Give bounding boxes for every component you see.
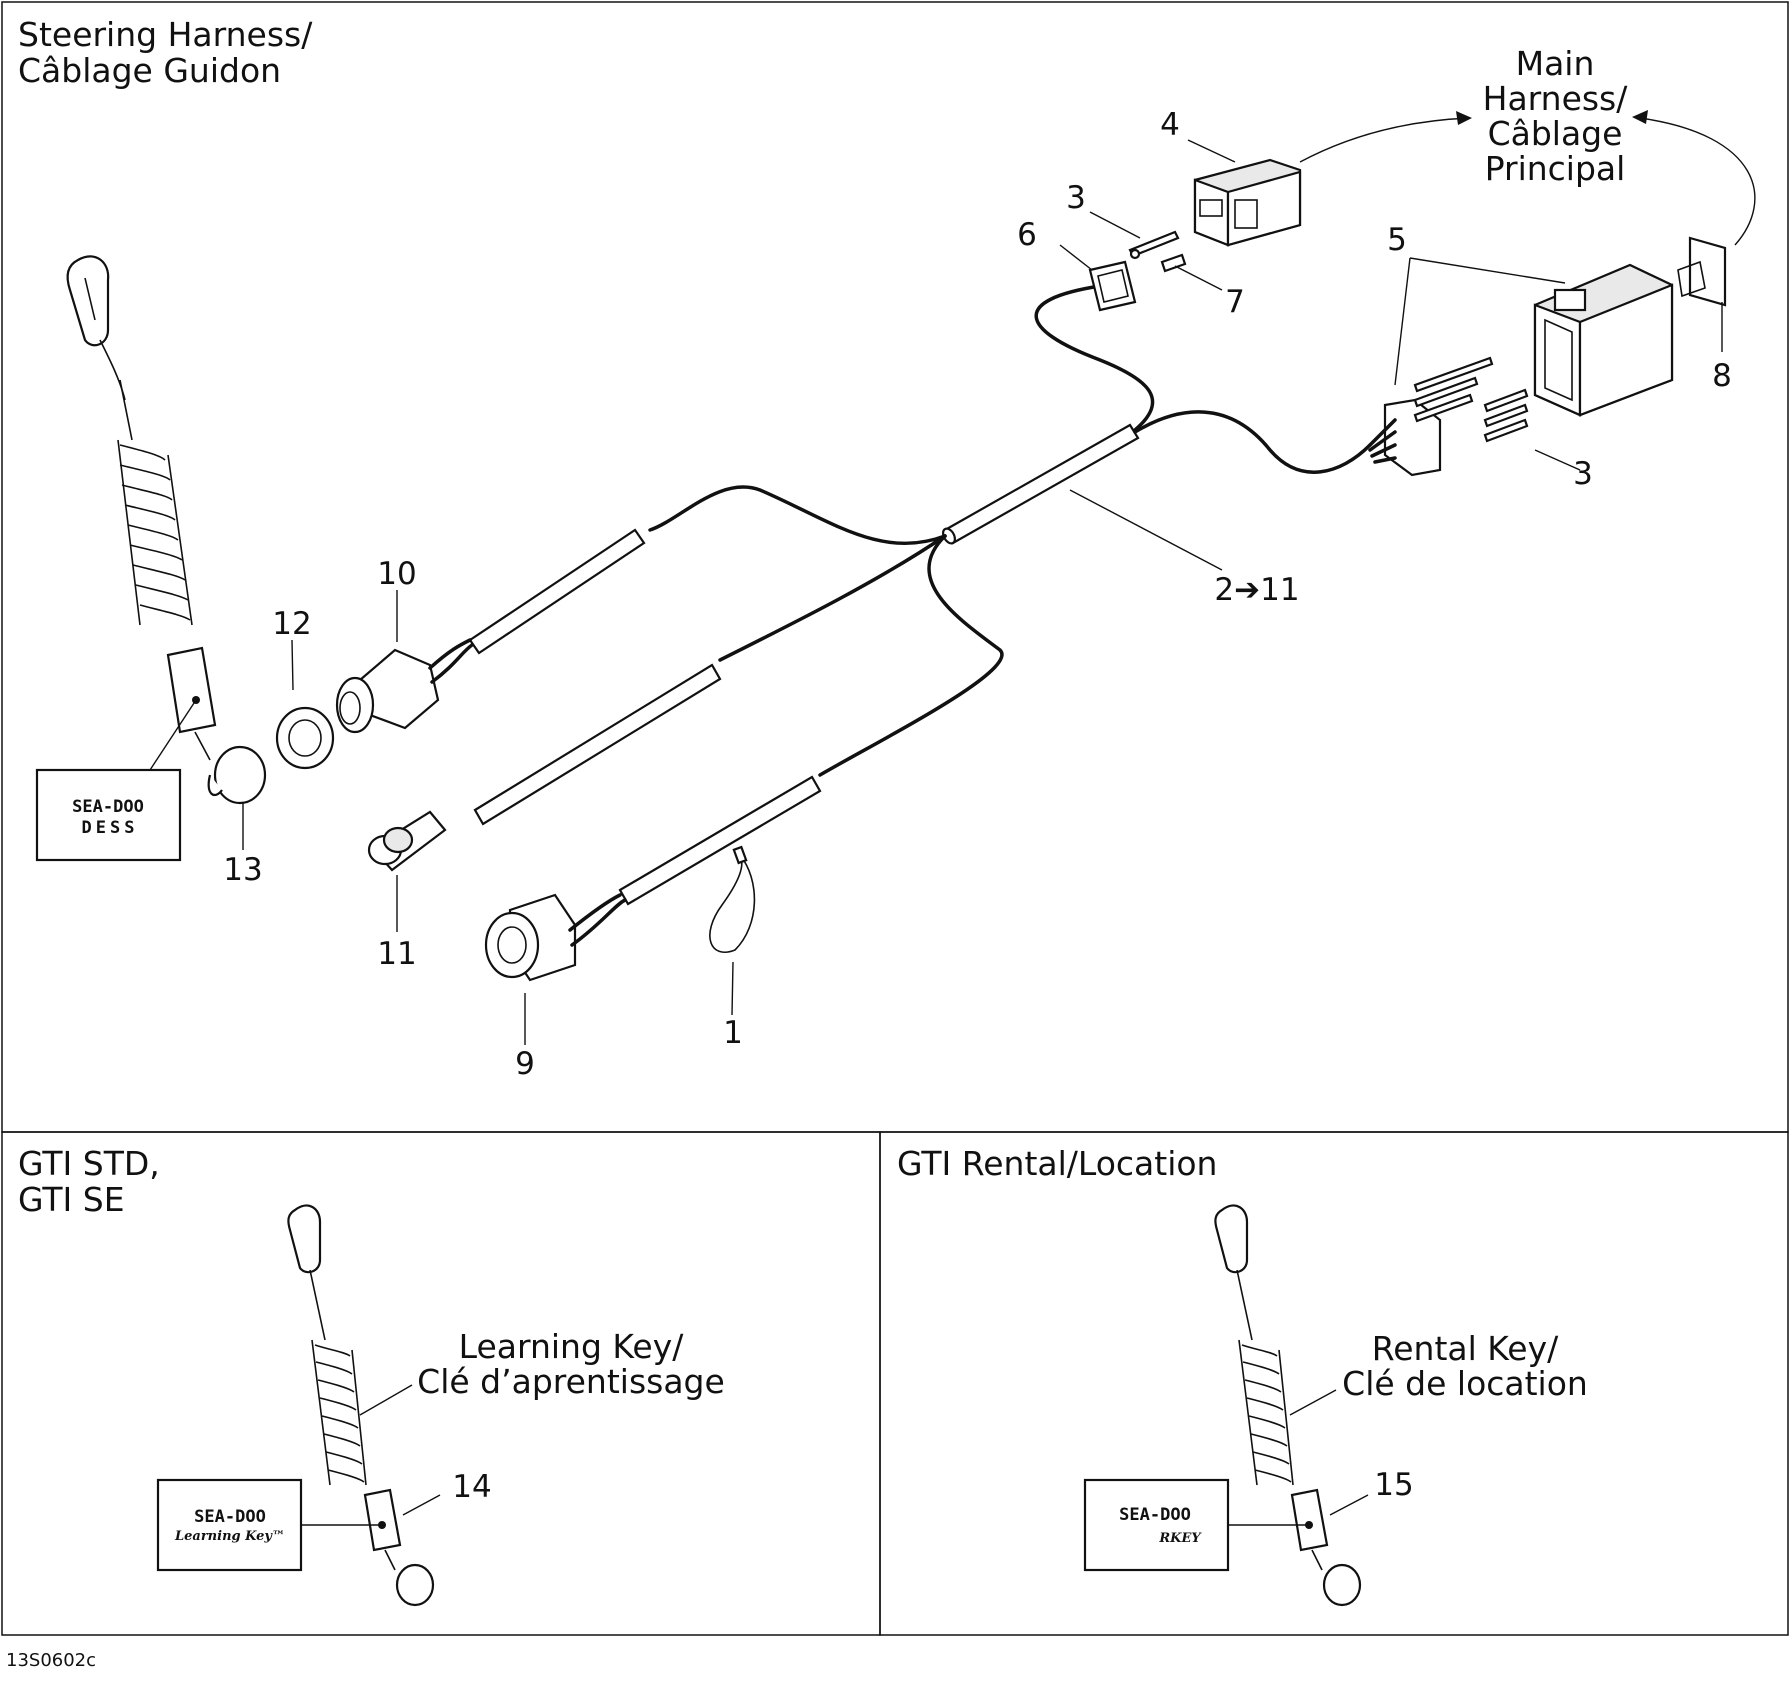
wire-to-connector-6 — [1034, 284, 1155, 432]
main-panel-title-line1: Steering Harness/ — [18, 15, 313, 54]
dess-card-brand: SEA-DOO — [72, 797, 144, 817]
dess-card-text: DESS — [82, 818, 139, 838]
coil-cord — [117, 439, 193, 626]
sleeve-11 — [473, 663, 722, 826]
wire-branch-top — [648, 485, 947, 546]
callout-5: 5 — [1387, 222, 1407, 258]
terminals-3-right — [1413, 356, 1529, 443]
callout-8: 8 — [1712, 358, 1732, 394]
terminal-3-top — [1128, 230, 1180, 260]
callout-12: 12 — [272, 606, 311, 642]
sleeve-10 — [468, 528, 646, 655]
sleeve-9 — [618, 775, 822, 906]
main-harness-line4: Principal — [1485, 149, 1626, 188]
connector-6 — [1088, 260, 1137, 312]
callout-6: 6 — [1017, 217, 1037, 253]
main-harness-line1: Main — [1516, 44, 1595, 83]
learning-key-label-line1: Learning Key/ — [459, 1327, 685, 1366]
leader-12 — [291, 639, 294, 691]
connector-5 — [1533, 263, 1674, 417]
wire-branch-lower — [818, 534, 1004, 777]
terminal-7 — [1160, 253, 1187, 273]
main-harness-label: Main Harness/ Câblage Principal — [1483, 44, 1629, 188]
connector-8 — [1677, 236, 1727, 307]
rental-key-card — [1083, 1478, 1230, 1572]
callout-9: 9 — [515, 1046, 535, 1082]
figure-code: 13S0602c — [6, 1650, 96, 1671]
learning-key-label-line2: Clé d’aprentissage — [417, 1362, 725, 1401]
panel-frames — [1, 1, 1789, 1636]
learning-card-brand: SEA-DOO — [194, 1507, 266, 1527]
switch-10 — [335, 638, 474, 734]
callout-13: 13 — [223, 852, 262, 888]
callout-15: 15 — [1374, 1467, 1413, 1503]
arrow-4-to-main-harness — [1299, 117, 1471, 163]
rental-key-label-line2: Clé de location — [1342, 1364, 1588, 1403]
callout-7: 7 — [1225, 284, 1245, 320]
rental-card-brand: SEA-DOO — [1119, 1505, 1191, 1525]
leader-6 — [1059, 244, 1093, 271]
leader-5b — [1409, 257, 1566, 284]
leader-14 — [402, 1494, 441, 1516]
steering-harness — [275, 158, 1727, 982]
switch-9 — [484, 893, 627, 982]
rental-key-15: SEA-DOO RKEY — [1083, 1204, 1362, 1607]
leader-3b — [1534, 449, 1581, 471]
rental-card-text: RKEY — [1158, 1531, 1202, 1546]
harness-trunk-sleeve — [943, 423, 1140, 545]
learning-card-text: Learning Key™ — [174, 1529, 285, 1544]
std-panel-title-line1: GTI STD, — [18, 1144, 160, 1183]
leader-7 — [1174, 265, 1223, 291]
leader-rental-key — [1289, 1389, 1337, 1416]
rental-panel-title: GTI Rental/Location — [897, 1144, 1217, 1183]
leader-learning-key — [359, 1384, 413, 1416]
callout-1: 1 — [723, 1015, 743, 1051]
rental-key-label-line1: Rental Key/ — [1372, 1329, 1559, 1368]
rental-panel-frame — [879, 1131, 1789, 1636]
learning-key-14: SEA-DOO Learning Key™ — [156, 1204, 435, 1607]
dess-key-13: SEA-DOO DESS — [35, 255, 267, 862]
leader-3a — [1089, 211, 1141, 239]
connector-4 — [1193, 158, 1302, 247]
callouts: 1 2➔11 3 3 4 5 6 7 8 9 10 11 12 13 14 15 — [223, 107, 1732, 1505]
main-harness-line2: Harness/ — [1483, 79, 1629, 118]
arrow-8-to-main-harness — [1639, 117, 1756, 246]
leader-4 — [1187, 139, 1236, 163]
callout-11: 11 — [377, 936, 416, 972]
arrowhead-right — [1632, 110, 1648, 124]
leader-lines — [149, 139, 1723, 1526]
callout-4: 4 — [1160, 107, 1180, 143]
button-11 — [367, 810, 447, 872]
leader-15 — [1329, 1494, 1369, 1516]
leader-5a — [1394, 257, 1411, 386]
callout-10: 10 — [377, 556, 416, 592]
callout-2: 2➔11 — [1214, 572, 1299, 608]
leader-1 — [731, 961, 734, 1016]
main-panel-title-line2: Câblage Guidon — [18, 51, 281, 90]
dess-card — [35, 768, 182, 862]
callout-3b: 3 — [1573, 456, 1593, 492]
ring-12 — [275, 706, 335, 770]
leader-13b — [149, 699, 197, 771]
learning-key-card — [156, 1478, 303, 1572]
arrowhead-left — [1456, 111, 1472, 125]
cable-tie-1 — [709, 845, 756, 953]
leader-2 — [1069, 489, 1223, 571]
callout-3a: 3 — [1066, 180, 1086, 216]
std-panel-title-line2: GTI SE — [18, 1180, 125, 1219]
main-harness-line3: Câblage — [1488, 114, 1623, 153]
wire-to-connector-5 — [1133, 410, 1372, 474]
callout-14: 14 — [452, 1469, 491, 1505]
wire-branch-middle — [718, 534, 947, 662]
